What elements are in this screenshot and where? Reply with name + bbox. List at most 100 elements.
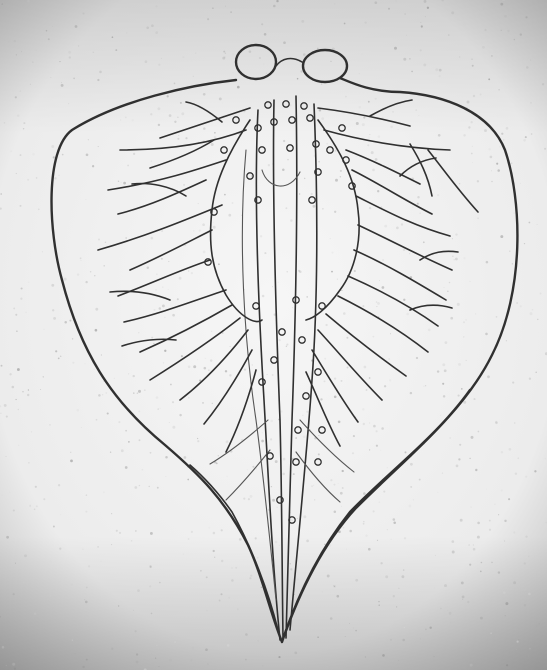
- grain-speck: [34, 612, 37, 615]
- grain-speck: [472, 65, 474, 67]
- grain-speck: [444, 584, 447, 587]
- grain-speck: [507, 30, 509, 32]
- grain-speck: [314, 499, 315, 500]
- grain-speck: [249, 577, 251, 579]
- grain-speck: [369, 134, 370, 135]
- grain-speck: [410, 486, 412, 488]
- grain-speck: [282, 473, 285, 476]
- grain-speck: [286, 346, 287, 347]
- grain-speck: [520, 33, 522, 35]
- grain-speck: [452, 540, 455, 543]
- grain-speck: [110, 452, 111, 453]
- grain-speck: [340, 170, 342, 172]
- grain-speck: [231, 567, 233, 569]
- grain-speck: [28, 462, 30, 464]
- grain-speck: [318, 453, 320, 455]
- grain-speck: [450, 622, 451, 623]
- grain-speck: [447, 610, 448, 611]
- grain-speck: [485, 333, 488, 336]
- grain-speck: [93, 52, 94, 53]
- grain-speck: [503, 139, 504, 140]
- grain-speck: [101, 354, 102, 355]
- grain-speck: [36, 177, 38, 179]
- grain-speck: [501, 489, 503, 491]
- grain-speck: [128, 441, 130, 443]
- grain-speck: [6, 456, 7, 457]
- grain-speck: [53, 156, 55, 158]
- grain-speck: [23, 122, 25, 124]
- grain-speck: [303, 515, 306, 518]
- grain-speck: [378, 135, 381, 138]
- grain-speck: [416, 184, 417, 185]
- grain-speck: [343, 312, 346, 315]
- grain-speck: [218, 263, 220, 265]
- grain-speck: [532, 309, 533, 310]
- grain-speck: [456, 465, 459, 468]
- grain-speck: [529, 222, 531, 224]
- grain-speck: [321, 117, 324, 120]
- grain-speck: [64, 278, 67, 281]
- grain-speck: [97, 79, 99, 81]
- grain-speck: [524, 562, 526, 564]
- grain-speck: [208, 527, 210, 529]
- grain-speck: [292, 307, 293, 308]
- grain-speck: [216, 463, 218, 465]
- grain-speck: [221, 529, 223, 531]
- grain-speck: [509, 448, 512, 451]
- grain-speck: [200, 570, 201, 571]
- grain-speck: [177, 298, 179, 300]
- grain-speck: [468, 126, 470, 128]
- grain-speck: [148, 486, 149, 487]
- grain-speck: [340, 176, 341, 177]
- grain-speck: [517, 457, 519, 459]
- grain-speck: [272, 499, 275, 502]
- grain-speck: [453, 73, 454, 74]
- grain-speck: [319, 327, 320, 328]
- grain-speck: [324, 380, 326, 382]
- grain-speck: [463, 257, 465, 259]
- grain-speck: [500, 235, 503, 238]
- grain-speck: [496, 163, 498, 165]
- grain-speck: [483, 9, 484, 10]
- grain-speck: [245, 633, 248, 636]
- grain-speck: [169, 422, 170, 423]
- grain-speck: [107, 412, 109, 414]
- grain-speck: [299, 193, 300, 194]
- grain-speck: [352, 452, 354, 454]
- grain-speck: [500, 3, 503, 6]
- grain-speck: [135, 530, 136, 531]
- grain-speck: [16, 54, 17, 55]
- grain-speck: [402, 639, 405, 642]
- grain-speck: [301, 20, 304, 23]
- grain-speck: [272, 286, 273, 287]
- grain-speck: [192, 647, 195, 650]
- grain-speck: [452, 238, 453, 239]
- grain-speck: [206, 576, 208, 578]
- grain-speck: [199, 229, 201, 231]
- grain-speck: [157, 107, 160, 110]
- grain-speck: [438, 134, 441, 137]
- grain-speck: [467, 101, 470, 104]
- grain-speck: [279, 339, 281, 341]
- grain-speck: [317, 48, 319, 50]
- grain-speck: [203, 127, 206, 130]
- grain-speck: [467, 601, 469, 603]
- grain-speck: [338, 421, 341, 424]
- grain-speck: [102, 394, 103, 395]
- grain-speck: [179, 277, 182, 280]
- grain-speck: [121, 449, 124, 452]
- grain-speck: [183, 184, 185, 186]
- grain-speck: [273, 5, 276, 8]
- grain-speck: [448, 34, 450, 36]
- grain-speck: [261, 440, 264, 443]
- grain-speck: [377, 190, 379, 192]
- grain-speck: [84, 599, 85, 600]
- grain-speck: [157, 487, 159, 489]
- grain-speck: [538, 623, 540, 625]
- grain-speck: [492, 633, 494, 635]
- grain-speck: [354, 270, 356, 272]
- grain-speck: [375, 158, 378, 161]
- grain-speck: [204, 367, 207, 370]
- grain-speck: [121, 182, 122, 183]
- grain-speck: [290, 219, 292, 221]
